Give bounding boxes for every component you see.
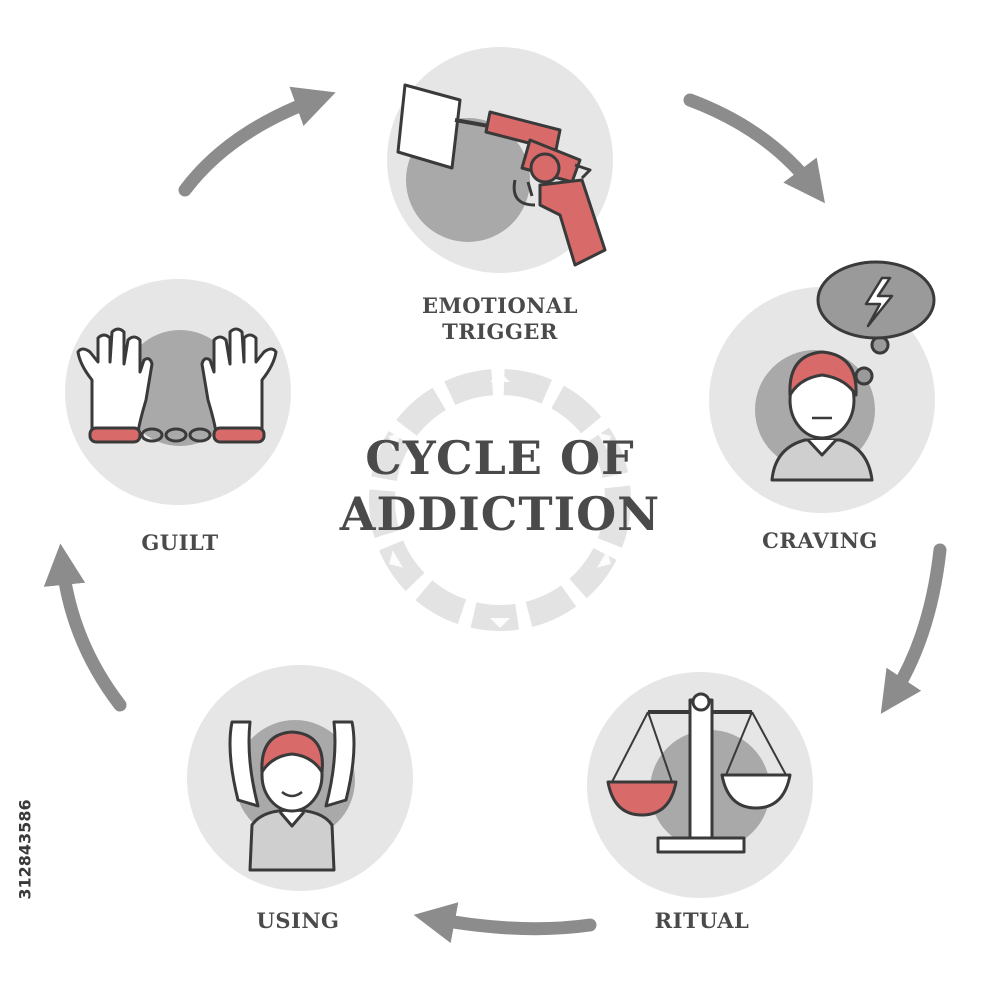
arrow-ritual-to-using <box>413 902 597 944</box>
cycle-arrows <box>43 86 947 944</box>
stage-label-using: USING <box>256 908 340 933</box>
stage-label-trigger-line2: TRIGGER <box>442 319 558 344</box>
stage-guilt-illustration <box>65 279 291 505</box>
stock-id-text: 312843586 <box>15 799 35 900</box>
stage-craving-illustration <box>709 260 936 513</box>
revolver-with-flag-icon <box>396 83 607 267</box>
stage-ritual-illustration <box>587 672 813 898</box>
person-arms-raised-icon <box>228 720 356 872</box>
stage-label-trigger-line1: EMOTIONAL <box>421 293 579 318</box>
title-line2: ADDICTION <box>339 487 661 541</box>
arrow-using-to-guilt <box>43 543 127 712</box>
diagram-title: CYCLE OF ADDICTION <box>280 430 720 542</box>
title-line1: CYCLE OF <box>365 431 635 485</box>
stage-using-illustration <box>187 665 413 891</box>
arrow-guilt-to-trigger <box>178 86 336 197</box>
balance-scale-icon <box>606 692 792 854</box>
arrow-craving-to-ritual <box>880 543 947 714</box>
arrow-trigger-to-craving <box>683 93 825 204</box>
stage-label-craving: CRAVING <box>762 528 878 553</box>
center-cycle-ring <box>369 369 631 631</box>
handcuffed-hands-icon <box>76 327 278 444</box>
stage-label-trigger: EMOTIONAL TRIGGER <box>380 293 620 345</box>
stage-label-ritual: RITUAL <box>654 908 750 933</box>
person-thinking-lightning-icon <box>770 260 936 482</box>
stage-label-guilt: GUILT <box>141 530 219 555</box>
stage-trigger-illustration <box>387 47 613 273</box>
